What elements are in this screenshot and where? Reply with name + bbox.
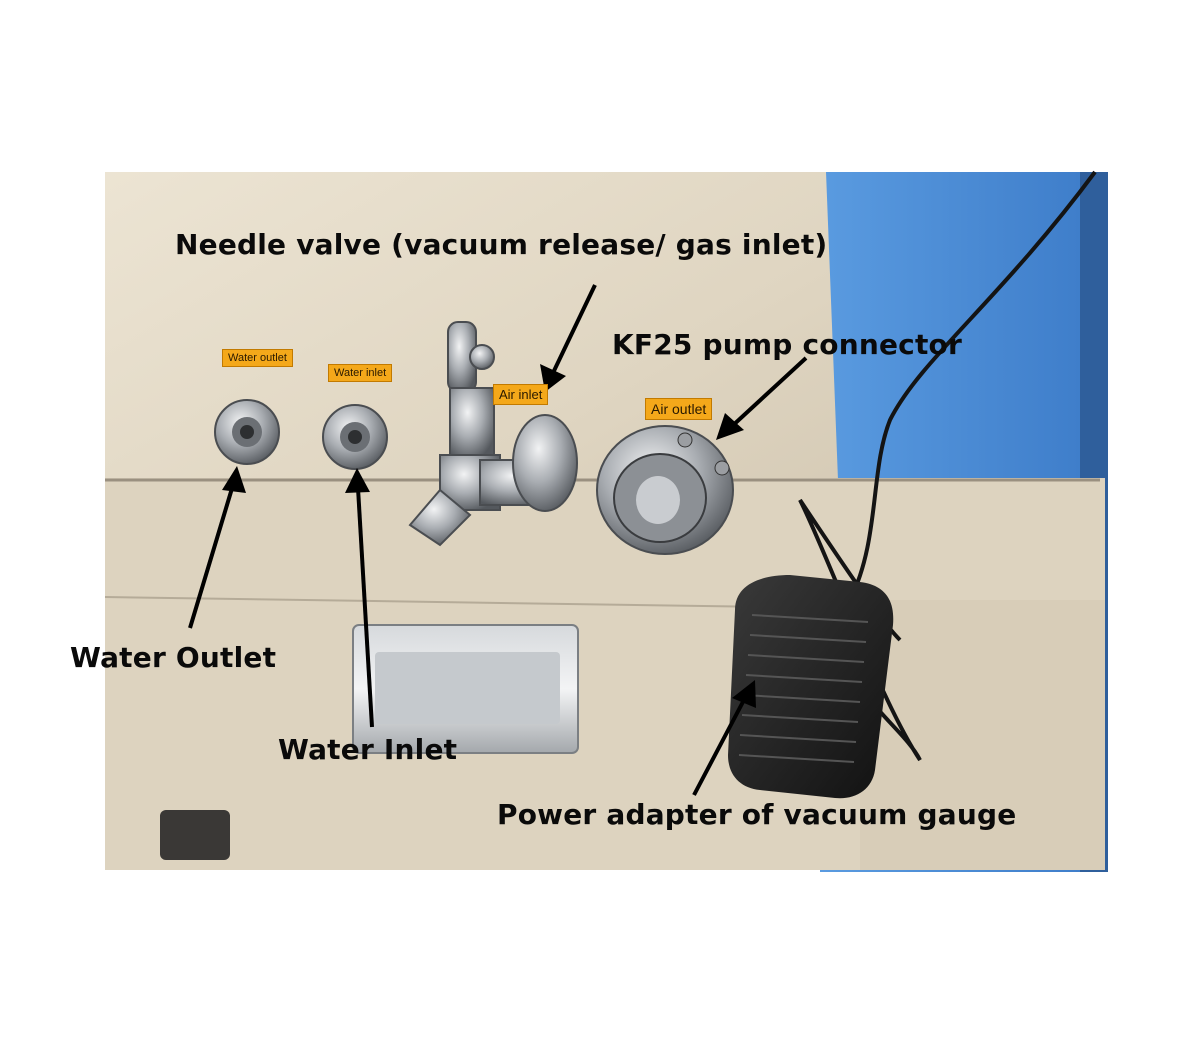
callout-arrows	[188, 284, 808, 796]
callout-water-inlet: Water Inlet	[278, 733, 458, 766]
callout-kf25: KF25 pump connector	[612, 328, 962, 361]
tag-air-outlet: Air outlet	[645, 398, 713, 420]
callout-power-adapter: Power adapter of vacuum gauge	[497, 798, 1017, 831]
tag-air-inlet: Air inlet	[493, 384, 549, 405]
tag-water-inlet: Water inlet	[328, 364, 393, 382]
callout-needle-valve: Needle valve (vacuum release/ gas inlet)	[175, 228, 828, 261]
kf25-connector	[596, 425, 734, 555]
needle-valve	[408, 321, 578, 547]
tag-water-outlet: Water outlet	[222, 349, 293, 367]
power-adapter	[728, 575, 894, 799]
furnace-foot	[160, 810, 230, 860]
callout-water-outlet: Water Outlet	[70, 641, 277, 674]
